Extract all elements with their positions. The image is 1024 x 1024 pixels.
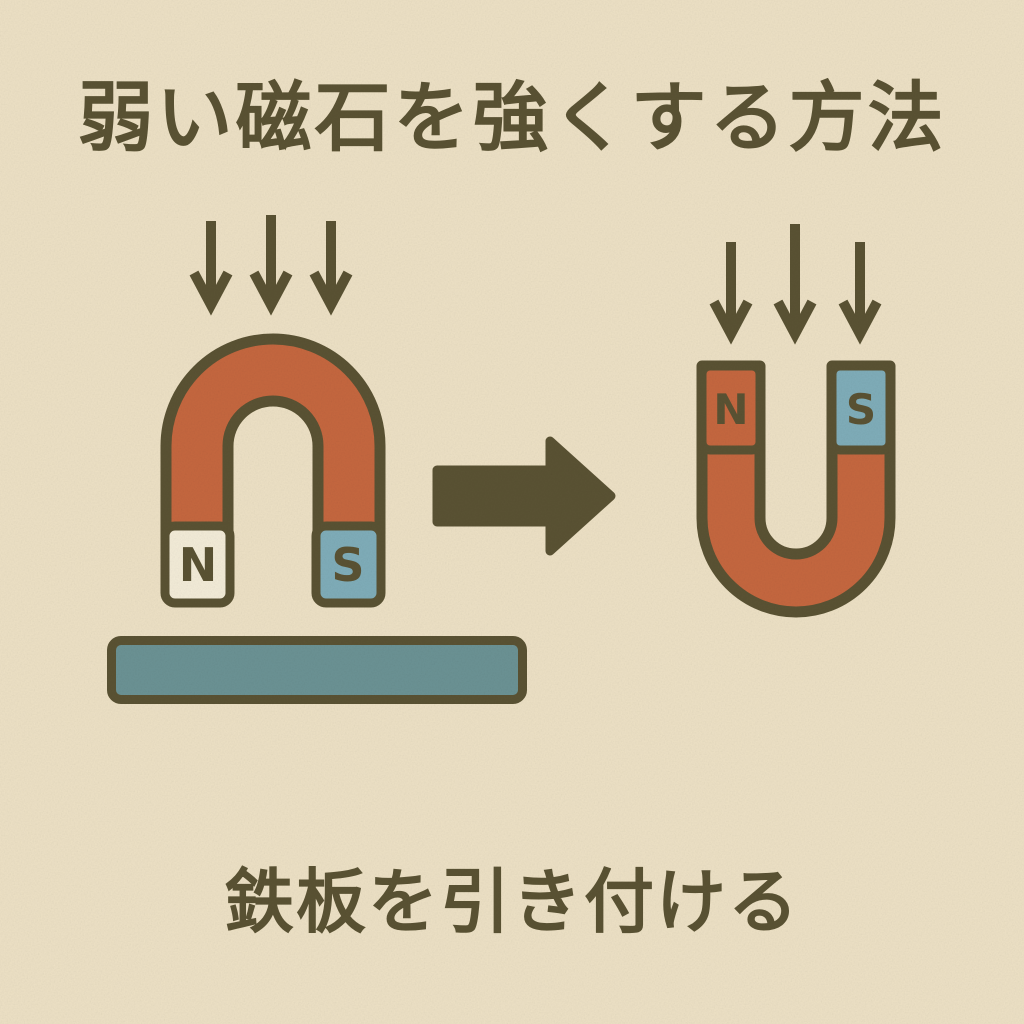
south-pole-label: S [331, 538, 364, 592]
south-pole-label: S [846, 385, 876, 434]
down-arrow-icon [709, 242, 753, 345]
down-arrow-icon [838, 242, 882, 345]
down-arrow-icon [309, 221, 353, 316]
north-pole-label: N [179, 538, 218, 592]
down-arrow-icon [249, 215, 293, 316]
iron-plate [107, 636, 527, 704]
horseshoe-magnet-weak: N S [160, 333, 386, 608]
right-arrow-icon [432, 436, 616, 556]
down-arrow-icon [773, 224, 817, 345]
down-arrow-icon [189, 221, 233, 316]
magnet-body [160, 333, 386, 540]
down-arrows-left [189, 215, 353, 316]
horseshoe-magnet-strong: N S [696, 360, 896, 618]
poster-title: 弱い磁石を強くする方法 [77, 73, 947, 162]
caption: 鉄板を引き付ける [224, 861, 800, 943]
north-pole-label: N [713, 385, 748, 434]
down-arrows-right [709, 224, 882, 345]
